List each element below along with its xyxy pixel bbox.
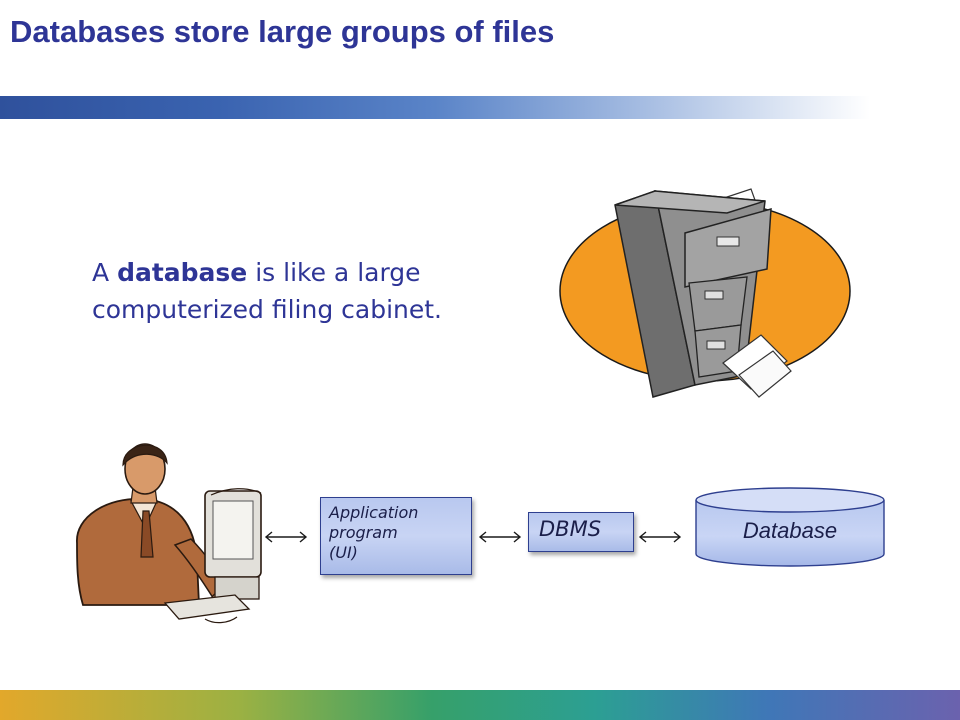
application-program-box: Application program (UI)	[320, 497, 472, 575]
body-text-prefix: A	[92, 258, 118, 287]
body-text-suffix: is like a large computerized filing cabi…	[92, 258, 442, 324]
body-text: A database is like a large computerized …	[92, 254, 512, 328]
bidirectional-arrow-app-dbms	[478, 531, 522, 543]
slide-title: Databases store large groups of files	[10, 14, 555, 49]
dbms-box: DBMS	[528, 512, 634, 552]
footer-accent-bar	[0, 690, 960, 720]
database-label: Database	[742, 518, 838, 543]
person-at-computer-icon	[76, 443, 262, 624]
bidirectional-arrow-dbms-database	[638, 531, 682, 543]
database-cylinder-icon	[695, 487, 885, 567]
filing-cabinet-icon	[559, 188, 851, 398]
body-text-emphasis: database	[117, 258, 248, 287]
bidirectional-arrow-user-app	[264, 531, 308, 543]
title-accent-bar	[0, 96, 870, 119]
